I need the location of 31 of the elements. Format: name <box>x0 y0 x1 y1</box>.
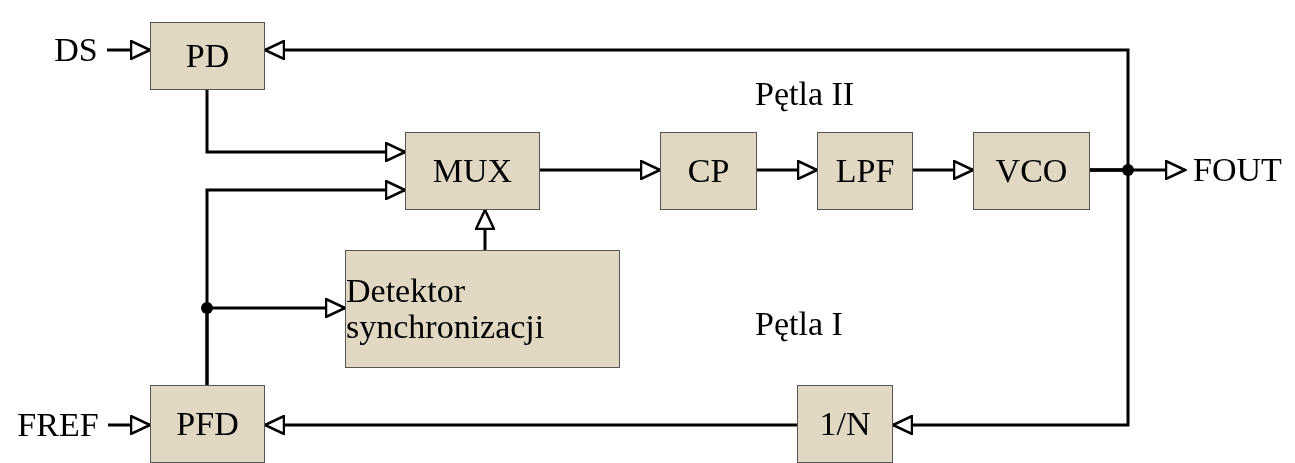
block-box <box>150 385 265 463</box>
block-label: PD <box>185 38 230 74</box>
arrow <box>891 168 1130 436</box>
block-box <box>817 132 913 210</box>
block-label: MUX <box>432 153 513 189</box>
block-box <box>345 250 620 368</box>
arrow <box>108 414 152 436</box>
signal-label: FREF <box>8 405 108 445</box>
signal-label: FOUT <box>1185 150 1290 190</box>
signal-label: DS <box>45 30 107 70</box>
block-label: Detektor synchronizacji <box>346 273 546 345</box>
block-box <box>150 22 265 90</box>
block-label: PFD <box>176 406 239 442</box>
block-label: 1/N <box>819 406 871 442</box>
arrow <box>540 159 662 181</box>
block-label: LPF <box>835 153 895 189</box>
block-box <box>405 132 540 210</box>
loop-label: Pętla II <box>755 75 855 113</box>
arrow <box>913 159 975 181</box>
arrow <box>263 414 797 436</box>
block-box <box>973 132 1090 210</box>
block-box <box>660 132 757 210</box>
block-label: CP <box>687 153 730 189</box>
arrow <box>205 297 347 385</box>
arrow <box>757 159 819 181</box>
arrow <box>205 90 407 163</box>
arrow <box>107 39 152 61</box>
loop-label: Pętla I <box>755 305 843 343</box>
arrow <box>474 208 496 250</box>
block-box <box>797 385 893 463</box>
block-label: VCO <box>995 153 1068 189</box>
